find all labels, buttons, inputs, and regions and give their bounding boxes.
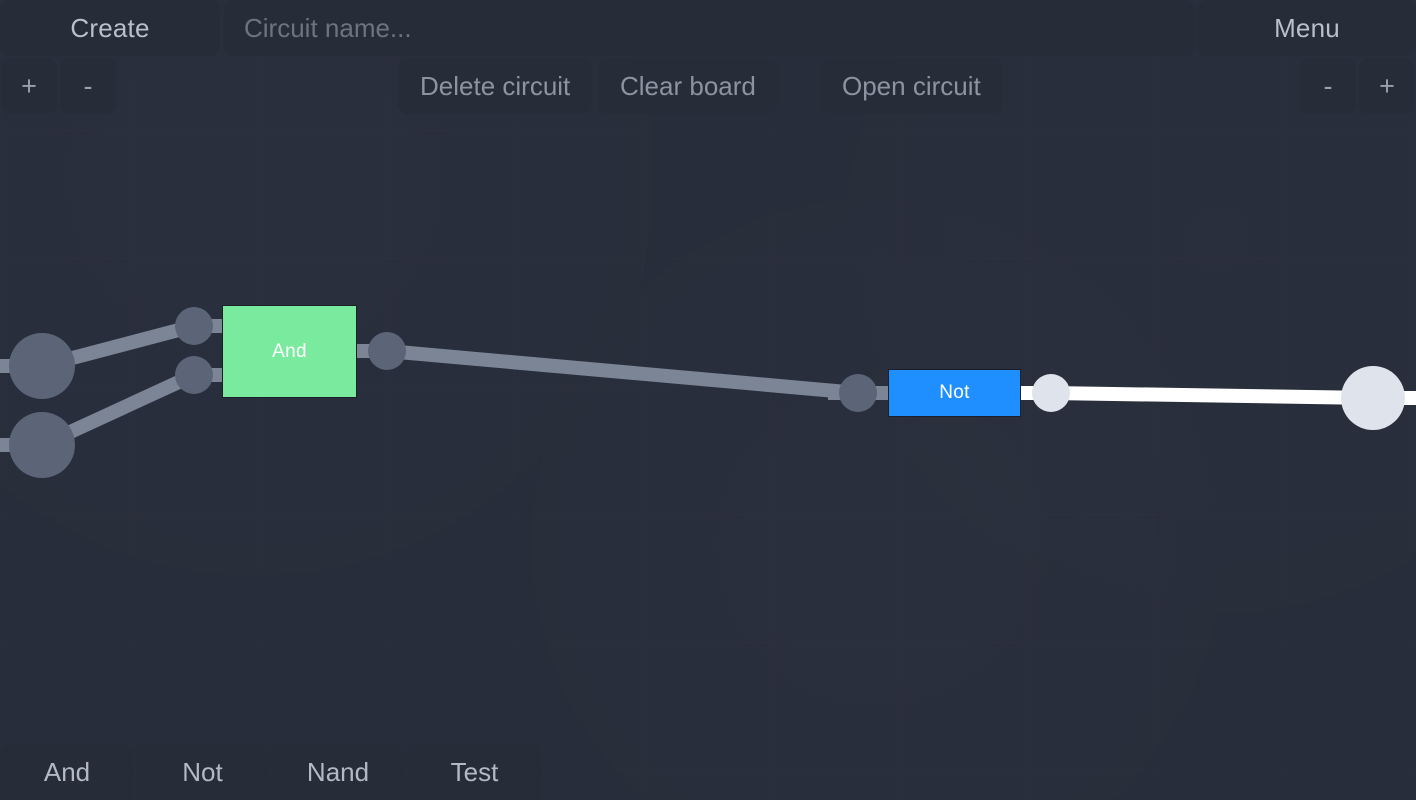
- node-and-out[interactable]: [368, 332, 406, 370]
- zoom-in-right-button[interactable]: +: [1359, 58, 1415, 114]
- palette-button-test[interactable]: Test: [407, 744, 542, 800]
- wire-and-out-to-not-in[interactable]: [386, 344, 859, 400]
- zoom-in-left-button[interactable]: +: [1, 58, 57, 114]
- palette-button-nand[interactable]: Nand: [271, 744, 405, 800]
- node-input-a[interactable]: [9, 333, 75, 399]
- secondary-toolbar: + - Delete circuit Clear board Open circ…: [0, 58, 1416, 114]
- open-circuit-button[interactable]: Open circuit: [820, 58, 1003, 114]
- zoom-out-left-button[interactable]: -: [60, 58, 116, 114]
- node-output-sink[interactable]: [1341, 366, 1405, 430]
- node-not-in[interactable]: [839, 374, 877, 412]
- delete-circuit-button[interactable]: Delete circuit: [398, 58, 593, 114]
- top-toolbar: Create Menu: [0, 0, 1416, 56]
- gate-label: And: [272, 340, 307, 362]
- gate-label: Not: [939, 382, 970, 403]
- node-not-out[interactable]: [1032, 374, 1070, 412]
- node-and-in-1[interactable]: [175, 307, 213, 345]
- wire-not-out-to-output[interactable]: [1050, 386, 1374, 405]
- create-circuit-button[interactable]: Create: [0, 0, 220, 56]
- node-input-b[interactable]: [9, 412, 75, 478]
- node-and-in-2[interactable]: [175, 356, 213, 394]
- palette-button-not[interactable]: Not: [136, 744, 269, 800]
- clear-board-button[interactable]: Clear board: [598, 58, 778, 114]
- gate-and[interactable]: And: [222, 305, 357, 398]
- circuit-name-input[interactable]: [224, 0, 1194, 56]
- palette-button-and[interactable]: And: [0, 744, 134, 800]
- menu-button[interactable]: Menu: [1198, 0, 1416, 56]
- zoom-out-right-button[interactable]: -: [1300, 58, 1356, 114]
- gate-not[interactable]: Not: [888, 369, 1021, 417]
